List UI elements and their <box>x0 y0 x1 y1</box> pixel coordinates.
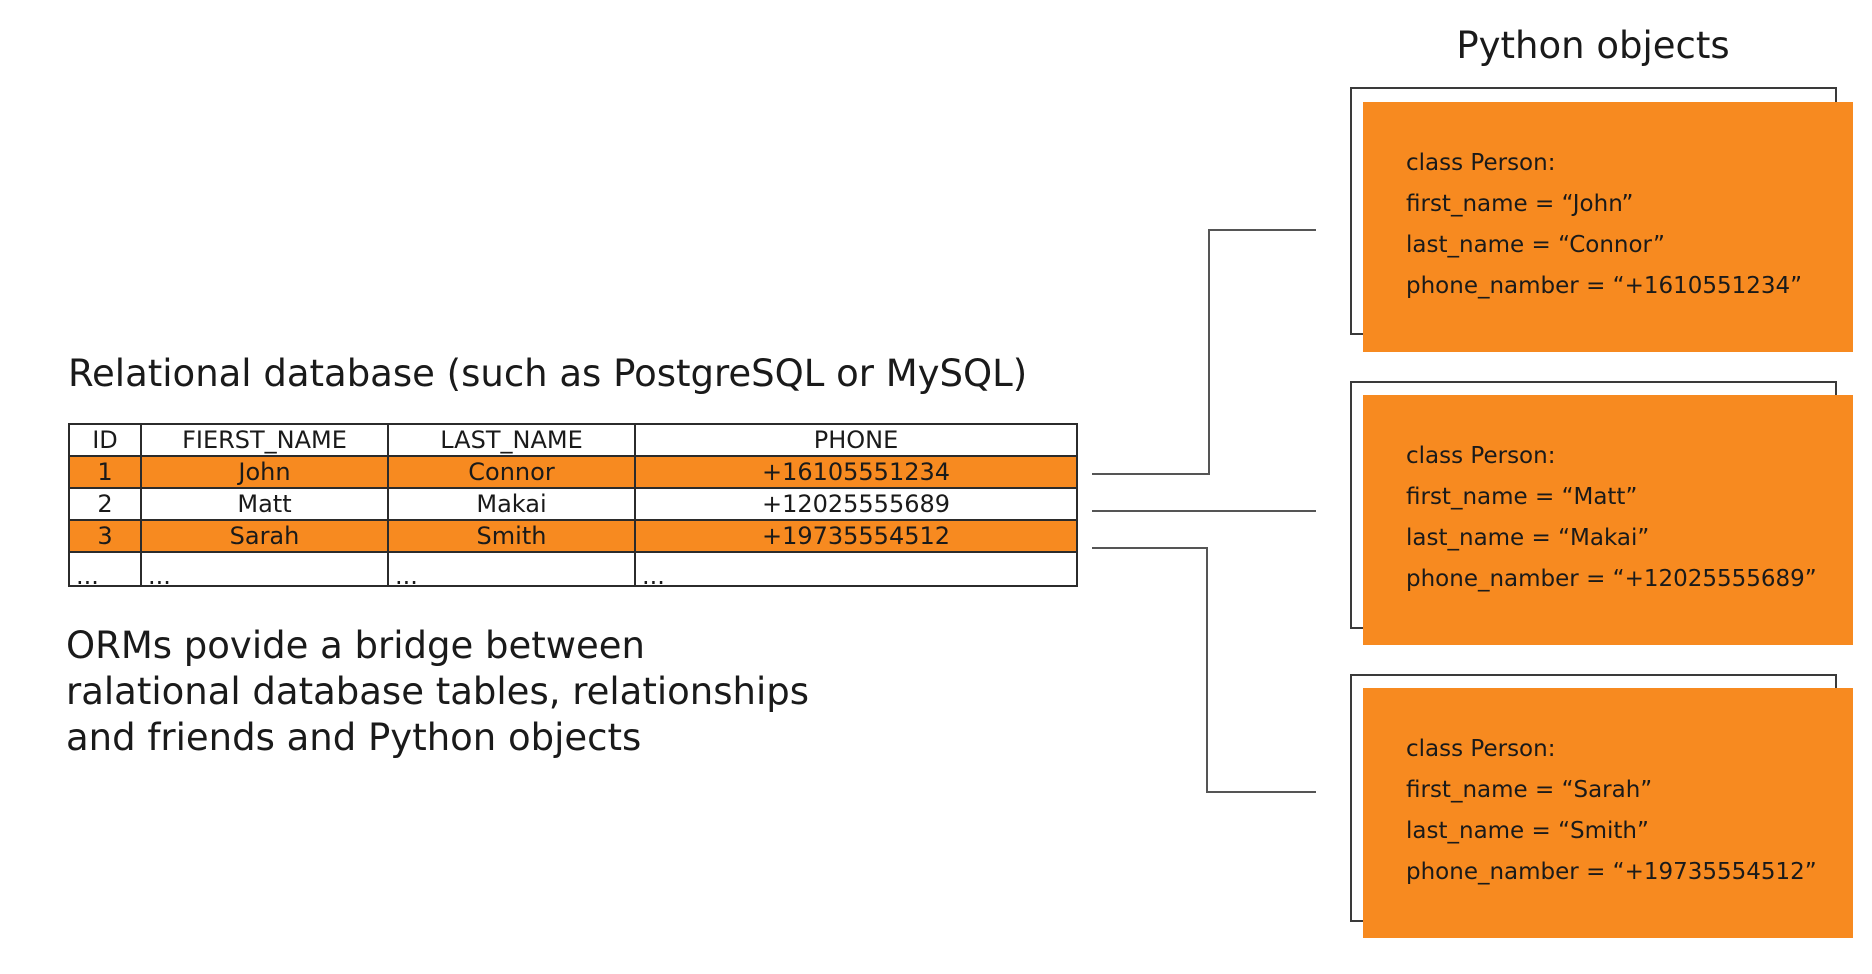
cell-phone: +16105551234 <box>634 455 1078 489</box>
connector-row-1 <box>1092 229 1316 475</box>
code-line: first_name = “Sarah” <box>1406 777 1653 803</box>
header-first-name: FIERST_NAME <box>140 423 389 457</box>
cell-first-name: Sarah <box>140 519 389 553</box>
cell-last-name: Connor <box>387 455 636 489</box>
python-objects-title: Python objects <box>1456 24 1730 67</box>
table-row: 3 Sarah Smith +19735554512 <box>68 519 1078 553</box>
cell-phone: +19735554512 <box>634 519 1078 553</box>
description-line: ORMs povide a bridge between <box>66 624 646 667</box>
orm-description: ORMs povide a bridge between ralational … <box>66 623 966 761</box>
cell-id: ... <box>68 551 142 587</box>
cell-last-name: Makai <box>387 487 636 521</box>
cell-id: 3 <box>68 519 142 553</box>
table-header-row: ID FIERST_NAME LAST_NAME PHONE <box>68 423 1078 457</box>
header-last-name: LAST_NAME <box>387 423 636 457</box>
header-id: ID <box>68 423 142 457</box>
cell-phone: ... <box>634 551 1078 587</box>
description-line: ralational database tables, relationship… <box>66 670 809 713</box>
code-line: phone_namber = “+12025555689” <box>1406 566 1817 592</box>
cell-last-name: ... <box>387 551 636 587</box>
code-line: first_name = “Matt” <box>1406 484 1638 510</box>
cell-first-name: ... <box>140 551 389 587</box>
database-table: ID FIERST_NAME LAST_NAME PHONE 1 John Co… <box>68 423 1078 587</box>
cell-last-name: Smith <box>387 519 636 553</box>
connector-row-3 <box>1092 547 1316 793</box>
cell-id: 1 <box>68 455 142 489</box>
table-row-ellipsis: ... ... ... ... <box>68 551 1078 587</box>
code-line: class Person: <box>1406 150 1556 176</box>
cell-id: 2 <box>68 487 142 521</box>
object-card-john: class Person: first_name = “John” last_n… <box>1363 102 1853 352</box>
cell-first-name: John <box>140 455 389 489</box>
code-line: class Person: <box>1406 736 1556 762</box>
object-card-matt: class Person: first_name = “Matt” last_n… <box>1363 395 1853 645</box>
code-line: phone_namber = “+1610551234” <box>1406 273 1803 299</box>
code-line: phone_namber = “+19735554512” <box>1406 859 1817 885</box>
header-phone: PHONE <box>634 423 1078 457</box>
cell-first-name: Matt <box>140 487 389 521</box>
table-row: 2 Matt Makai +12025555689 <box>68 487 1078 521</box>
code-line: first_name = “John” <box>1406 191 1634 217</box>
code-line: class Person: <box>1406 443 1556 469</box>
table-row: 1 John Connor +16105551234 <box>68 455 1078 489</box>
code-line: last_name = “Makai” <box>1406 525 1650 551</box>
code-line: last_name = “Smith” <box>1406 818 1649 844</box>
database-title: Relational database (such as PostgreSQL … <box>68 352 1028 395</box>
code-line: last_name = “Connor” <box>1406 232 1665 258</box>
description-line: and friends and Python objects <box>66 716 642 759</box>
cell-phone: +12025555689 <box>634 487 1078 521</box>
object-card-sarah: class Person: first_name = “Sarah” last_… <box>1363 688 1853 938</box>
